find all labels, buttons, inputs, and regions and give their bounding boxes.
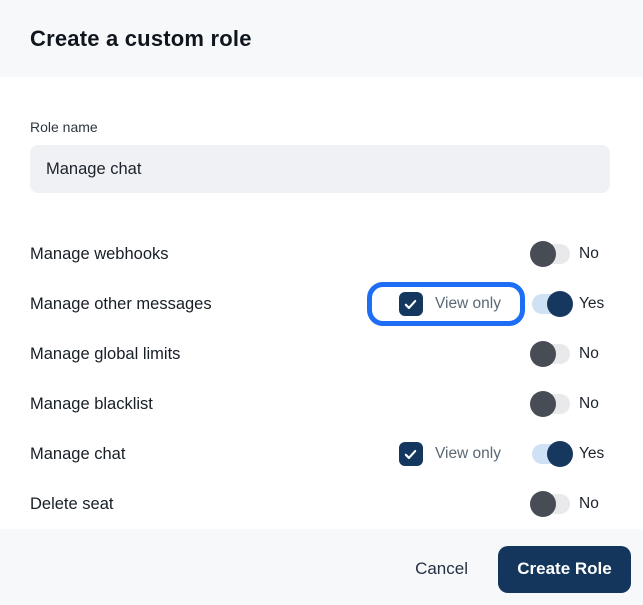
view-only-label: View only	[434, 445, 501, 462]
permission-row: Manage blacklist No	[30, 379, 613, 429]
permission-row: Delete seat No	[30, 479, 613, 529]
permission-controls: No	[530, 241, 613, 267]
permission-row: Manage other messages View only Yes	[30, 279, 613, 329]
permission-row: Manage webhooks No	[30, 229, 613, 279]
cancel-button[interactable]: Cancel	[415, 559, 468, 578]
toggle-state-label: No	[579, 345, 599, 362]
toggle-state-label: No	[579, 495, 599, 512]
permission-row: Manage chat View only Yes	[30, 429, 613, 479]
permission-controls: View only Yes	[398, 441, 613, 467]
permission-toggle[interactable]	[530, 241, 570, 267]
toggle-state-label: Yes	[579, 295, 605, 312]
role-name-input[interactable]	[30, 145, 610, 193]
view-only-checkbox[interactable]	[398, 442, 423, 466]
modal-footer: Cancel Create Role	[0, 529, 643, 605]
role-name-label: Role name	[30, 119, 98, 135]
permissions-list: Manage webhooks No Manage other messages…	[30, 229, 613, 529]
permission-label: Delete seat	[30, 494, 114, 513]
checkmark-icon	[405, 449, 417, 459]
modal-header: Create a custom role	[0, 0, 643, 77]
permission-label: Manage chat	[30, 444, 126, 463]
checkmark-icon	[405, 299, 417, 309]
create-role-button[interactable]: Create Role	[498, 545, 631, 593]
permission-controls: View only Yes	[366, 282, 613, 326]
permission-label: Manage global limits	[30, 344, 181, 363]
permission-controls: No	[530, 491, 613, 517]
permission-toggle[interactable]	[530, 391, 570, 417]
toggle-knob	[547, 291, 573, 317]
permission-controls: No	[530, 341, 613, 367]
toggle-knob	[530, 491, 556, 517]
permission-controls: No	[530, 391, 613, 417]
permission-label: Manage blacklist	[30, 394, 153, 413]
permission-toggle[interactable]	[530, 341, 570, 367]
toggle-state-label: No	[579, 245, 599, 262]
toggle-knob	[530, 241, 556, 267]
permission-toggle[interactable]	[530, 491, 570, 517]
permission-toggle[interactable]	[532, 291, 573, 317]
view-only-checkbox[interactable]	[398, 292, 423, 316]
toggle-knob	[530, 341, 556, 367]
view-only-group: View only	[398, 442, 501, 466]
toggle-knob	[547, 441, 573, 467]
view-only-group: View only	[366, 282, 525, 326]
toggle-state-label: Yes	[579, 445, 605, 462]
view-only-label: View only	[434, 295, 501, 312]
toggle-state-label: No	[579, 395, 599, 412]
permission-label: Manage webhooks	[30, 244, 169, 263]
modal-body: Role name Manage webhooks No Manage othe…	[0, 77, 643, 529]
permission-toggle[interactable]	[532, 441, 573, 467]
page-title: Create a custom role	[30, 25, 252, 51]
toggle-knob	[530, 391, 556, 417]
permission-label: Manage other messages	[30, 294, 212, 313]
permission-row: Manage global limits No	[30, 329, 613, 379]
